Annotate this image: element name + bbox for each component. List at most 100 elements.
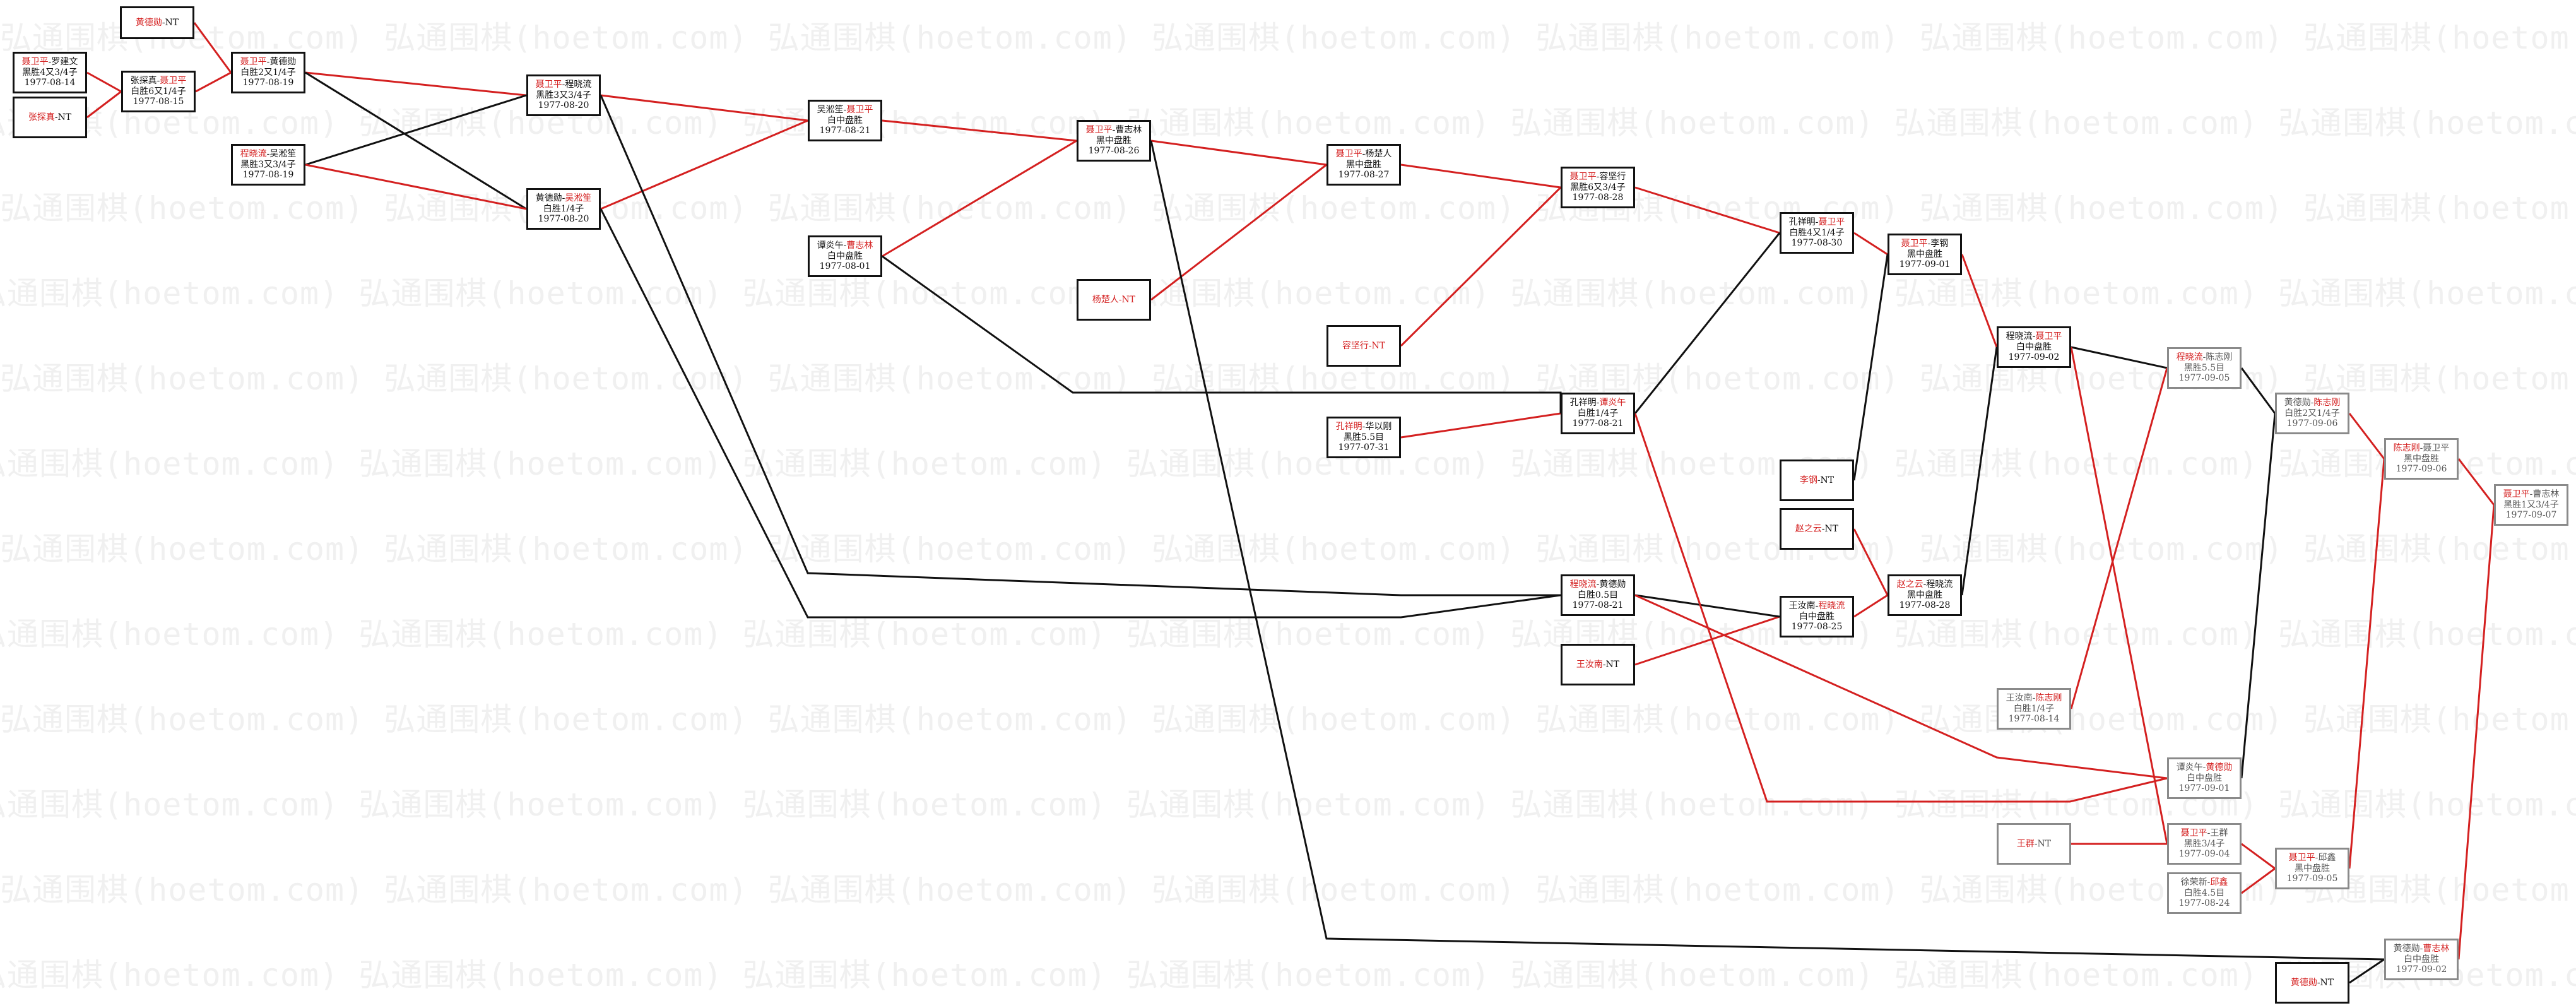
winner-name: 聂卫平 [846, 104, 873, 115]
bracket-edge [195, 71, 232, 93]
match-players: 王汝南-程晓流 [1789, 601, 1845, 612]
winner-name: 赵之云 [1896, 579, 1923, 590]
match-date: 1977-08-21 [1572, 418, 1624, 429]
winner-name: 杨楚人-NT [1092, 294, 1136, 305]
player-name: -NT [1821, 523, 1839, 534]
match-players: 谭炎午-黄德勋 [2177, 762, 2233, 773]
match-players: 程晓流-聂卫平 [2006, 331, 2062, 342]
match-players: 张探真-NT [28, 112, 71, 123]
player-name: 孔祥明- [1788, 216, 1819, 227]
winner-name: 聂卫平 [1569, 171, 1597, 182]
bracket-edge [2348, 458, 2385, 869]
match-players: 聂卫平-黄德勋 [240, 57, 297, 68]
bracket-edge [1853, 232, 1888, 256]
match-node: 王汝南-NT [1561, 644, 1635, 685]
player-name: -曹志林 [1112, 124, 1142, 135]
player-name: -曹志林 [2529, 489, 2560, 499]
bracket-edge [305, 71, 527, 210]
match-players: 聂卫平-王群 [2181, 828, 2228, 839]
winner-name: 黄德勋 [2206, 762, 2233, 773]
player-name: -杨楚人 [1362, 148, 1392, 159]
winner-name: 曹志林 [2423, 943, 2450, 954]
match-result: 白中盘胜 [2016, 341, 2052, 352]
match-date: 1977-09-05 [2286, 874, 2338, 884]
match-result: 黑胜6又3/4子 [1570, 182, 1626, 193]
match-date: 1977-08-21 [819, 126, 871, 136]
match-players: 赵之云-程晓流 [1897, 579, 1953, 590]
bracket-edge [2349, 958, 2385, 984]
match-date: 1977-08-01 [819, 261, 871, 272]
player-name: -NT [1817, 475, 1835, 485]
match-date: 1977-08-28 [1572, 193, 1624, 203]
match-players: 王群-NT [2017, 839, 2051, 850]
winner-name: 聂卫平 [2035, 331, 2062, 341]
match-result: 白中盘胜 [2404, 954, 2439, 964]
winner-name: 黄德勋 [135, 17, 162, 28]
match-date: 1977-09-02 [2396, 964, 2447, 975]
match-result: 黑中盘胜 [2404, 453, 2439, 464]
match-players: 徐荣新-邱鑫 [2181, 877, 2228, 888]
player-name: -黄德勋 [266, 56, 297, 67]
bracket-edge [1961, 254, 1998, 348]
match-node: 赵之云-NT [1780, 508, 1854, 550]
match-players: 聂卫平-程晓流 [536, 80, 592, 90]
match-result: 白胜6又1/4子 [131, 86, 186, 97]
match-date: 1977-09-07 [2505, 510, 2557, 521]
match-players: 孔祥明-聂卫平 [1789, 217, 1845, 228]
match-date: 1977-09-04 [2178, 849, 2230, 860]
match-result: 黑中盘胜 [2295, 863, 2330, 874]
match-players: 黄德勋-吴淞笙 [536, 193, 592, 204]
winner-name: 赵之云 [1795, 523, 1822, 534]
winner-name: 容坚行-NT [1342, 340, 1386, 351]
winner-name: 张探真 [28, 112, 55, 122]
player-name: -华以刚 [1362, 421, 1392, 432]
bracket-edge [600, 95, 1561, 596]
match-result: 白胜1/4子 [1577, 408, 1619, 418]
match-players: 赵之云-NT [1795, 524, 1838, 535]
winner-name: 程晓流 [2176, 352, 2203, 362]
winner-name: 曹志林 [846, 240, 873, 251]
bracket-edge [600, 119, 808, 210]
bracket-edge [882, 139, 1077, 258]
match-date: 1977-07-31 [1338, 442, 1390, 453]
match-result: 白中盘胜 [2187, 773, 2222, 783]
player-name: 孔祥明- [1569, 397, 1600, 408]
match-players: 谭炎午-曹志林 [817, 240, 873, 251]
player-name: -吴淞笙 [266, 148, 297, 159]
player-name: -NT [1602, 659, 1620, 670]
match-result: 黑中盘胜 [1346, 159, 1381, 170]
match-date: 1977-08-21 [1572, 600, 1624, 611]
player-name: 张探真- [130, 75, 160, 86]
player-name: -李钢 [1927, 238, 1949, 249]
match-result: 黑胜5.5目 [2183, 362, 2225, 373]
match-date: 1977-08-30 [1791, 238, 1843, 249]
bracket-edge [2071, 346, 2168, 369]
match-date: 1977-09-02 [2008, 352, 2060, 363]
winner-name: 聂卫平 [160, 75, 187, 86]
bracket-edge [1634, 594, 1780, 618]
match-date: 1977-08-15 [133, 97, 184, 107]
match-players: 王汝南-NT [1576, 660, 1619, 670]
winner-name: 聂卫平 [1901, 238, 1928, 249]
match-players: 聂卫平-曹志林 [1086, 125, 1142, 136]
match-players: 聂卫平-容坚行 [1570, 172, 1626, 182]
winner-name: 聂卫平 [1335, 148, 1362, 159]
bracket-edge [882, 119, 1077, 142]
player-name: -陈志刚 [2202, 352, 2233, 362]
player-name: -黄德勋 [1596, 579, 1626, 590]
bracket-edge [1634, 232, 1781, 414]
match-node: 张探真-NT [13, 97, 87, 138]
